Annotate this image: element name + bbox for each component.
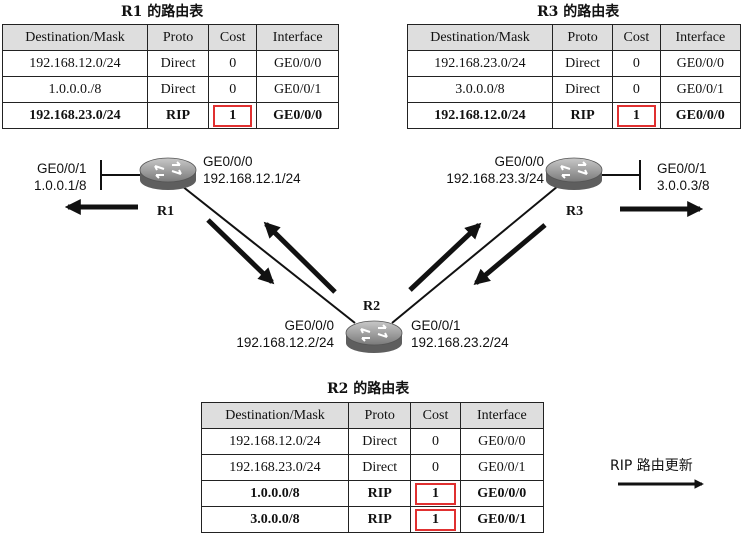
interface-ip: 192.168.23.2/24 <box>411 335 509 350</box>
col-header: Destination/Mask <box>201 402 349 429</box>
col-header: Destination/Mask <box>407 24 553 51</box>
cell: GE0/0/1 <box>256 76 339 103</box>
r1-ge001-label: GE0/0/1 1.0.0.1/8 <box>34 160 87 194</box>
col-header: Interface <box>659 24 741 51</box>
interface-name: GE0/0/1 <box>411 318 461 333</box>
r1-ge000-label: GE0/0/0 192.168.12.1/24 <box>203 153 301 187</box>
table-row: 192.168.12.0/24 Direct 0 GE0/0/0 <box>201 428 545 455</box>
cost-highlight-cell: 1 <box>612 102 661 129</box>
cost-highlight-cell: 1 <box>410 480 461 507</box>
cell: GE0/0/0 <box>256 102 339 129</box>
cell: 0 <box>410 454 461 481</box>
col-header: Cost <box>612 24 661 51</box>
r1-routing-table: Destination/Mask Proto Cost Interface 19… <box>2 24 339 129</box>
cell: RIP <box>347 506 412 533</box>
r3-routing-table: Destination/Mask Proto Cost Interface 19… <box>407 24 741 129</box>
cell: Direct <box>146 50 210 77</box>
table-row: 3.0.0.0/8 RIP 1 GE0/0/1 <box>201 506 545 533</box>
r2-routing-table: Destination/Mask Proto Cost Interface 19… <box>201 402 545 533</box>
interface-name: GE0/0/0 <box>494 154 544 169</box>
link-r2-r3 <box>391 185 559 324</box>
cell: 0 <box>410 428 461 455</box>
cell: 1.0.0.0/8 <box>201 480 349 507</box>
cell: 192.168.12.0/24 <box>407 102 553 129</box>
table-row: 192.168.23.0/24 RIP 1 GE0/0/0 <box>2 102 339 129</box>
router-r1-icon <box>139 157 197 190</box>
cell: GE0/0/1 <box>459 454 545 481</box>
r1-table-title: R1 的路由表 <box>121 4 204 20</box>
col-header: Proto <box>347 402 412 429</box>
interface-name: GE0/0/1 <box>37 161 87 176</box>
cost-highlight-cell: 1 <box>410 506 461 533</box>
legend-label: RIP 路由更新 <box>610 458 693 474</box>
r2-table-title: R2 的路由表 <box>327 381 410 397</box>
router-r1-name: R1 <box>157 204 175 219</box>
cell: 192.168.23.0/24 <box>407 50 553 77</box>
cell: RIP <box>146 102 210 129</box>
rip-update-arrow <box>263 221 337 294</box>
interface-name: GE0/0/1 <box>657 161 707 176</box>
col-header: Proto <box>146 24 210 51</box>
table-row: 192.168.23.0/24 Direct 0 GE0/0/0 <box>407 50 741 77</box>
cell: RIP <box>551 102 614 129</box>
cost-highlight-cell: 1 <box>208 102 258 129</box>
col-header: Interface <box>256 24 339 51</box>
cell: Direct <box>347 428 412 455</box>
cell: Direct <box>347 454 412 481</box>
r3-ge000-label: GE0/0/0 192.168.23.3/24 <box>430 153 544 187</box>
interface-ip: 192.168.12.1/24 <box>203 171 301 186</box>
table-row: 192.168.23.0/24 Direct 0 GE0/0/1 <box>201 454 545 481</box>
cell: RIP <box>347 480 412 507</box>
r2-ge001-label: GE0/0/1 192.168.23.2/24 <box>411 317 509 351</box>
table-row: 192.168.12.0/24 RIP 1 GE0/0/0 <box>407 102 741 129</box>
interface-ip: 192.168.23.3/24 <box>446 171 544 186</box>
router-r3-icon <box>545 157 603 190</box>
rip-update-arrow <box>206 218 275 285</box>
col-header: Cost <box>410 402 461 429</box>
cell: GE0/0/0 <box>459 428 545 455</box>
col-header: Interface <box>459 402 545 429</box>
cell: GE0/0/0 <box>256 50 339 77</box>
interface-ip: 3.0.0.3/8 <box>657 178 710 193</box>
cell: 192.168.12.0/24 <box>201 428 349 455</box>
cell: 192.168.12.0/24 <box>2 50 148 77</box>
link-r1-r2 <box>181 185 356 324</box>
interface-ip: 192.168.12.2/24 <box>236 335 334 350</box>
r3-table-title: R3 的路由表 <box>537 4 620 20</box>
rip-update-arrow <box>408 222 482 292</box>
cell: GE0/0/0 <box>659 102 741 129</box>
interface-name: GE0/0/0 <box>203 154 253 169</box>
router-r2-name: R2 <box>363 299 381 314</box>
cell: GE0/0/1 <box>459 506 545 533</box>
col-header: Proto <box>551 24 614 51</box>
table-row: 3.0.0.0/8 Direct 0 GE0/0/1 <box>407 76 741 103</box>
rip-update-arrow <box>473 223 547 286</box>
cell: GE0/0/0 <box>459 480 545 507</box>
cell: Direct <box>146 76 210 103</box>
col-header: Cost <box>208 24 258 51</box>
router-r3-name: R3 <box>566 204 584 219</box>
table-row: 1.0.0.0/8 RIP 1 GE0/0/0 <box>201 480 545 507</box>
router-r2-icon <box>345 320 403 353</box>
table-row: 1.0.0.0./8 Direct 0 GE0/0/1 <box>2 76 339 103</box>
cell: GE0/0/1 <box>659 76 741 103</box>
interface-ip: 1.0.0.1/8 <box>34 178 87 193</box>
r2-ge000-label: GE0/0/0 192.168.12.2/24 <box>222 317 334 351</box>
cell: 192.168.23.0/24 <box>201 454 349 481</box>
cell: 3.0.0.0/8 <box>201 506 349 533</box>
interface-name: GE0/0/0 <box>284 318 334 333</box>
r3-ge001-label: GE0/0/1 3.0.0.3/8 <box>657 160 710 194</box>
